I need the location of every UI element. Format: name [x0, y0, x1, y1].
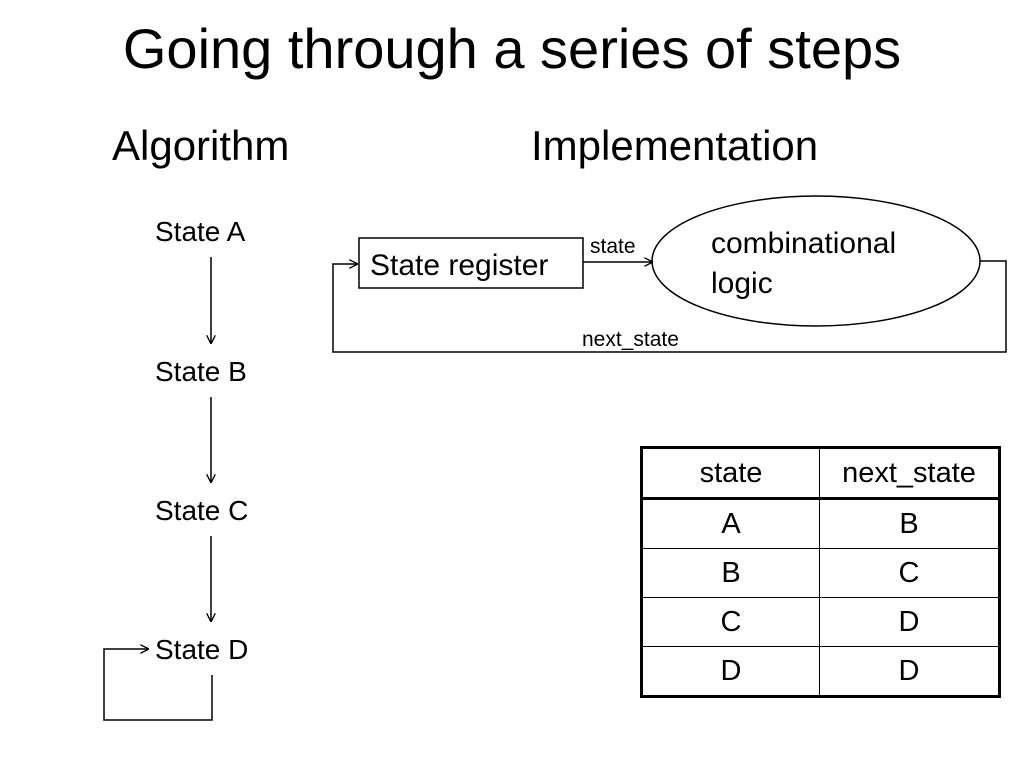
- cell-next-state: D: [819, 597, 1001, 647]
- cell-state: A: [640, 498, 820, 549]
- state-a-label: State A: [155, 216, 246, 247]
- cell-next-state: B: [819, 498, 1001, 549]
- state-b-label: State B: [155, 356, 247, 387]
- cell-next-state: C: [819, 548, 1001, 598]
- logic-label-line2: logic: [711, 267, 773, 300]
- state-c-label: State C: [155, 495, 249, 526]
- logic-label-line1: combinational: [711, 227, 897, 260]
- header-state: state: [640, 446, 820, 500]
- cell-state: D: [640, 646, 820, 698]
- self-loop-d: [103, 649, 213, 721]
- state-d-label: State D: [155, 634, 249, 665]
- cell-next-state: D: [819, 646, 1001, 698]
- next-state-signal-label: next_state: [582, 328, 679, 351]
- cell-state: B: [640, 548, 820, 598]
- state-register-label: State register: [370, 249, 549, 282]
- state-signal-label: state: [590, 235, 636, 258]
- state-transition-table: state next_state A B B C C D D D: [640, 446, 1001, 698]
- table-row: C D: [640, 597, 1001, 647]
- state-register-box: [358, 237, 584, 289]
- next-state-feedback-path: [332, 261, 1007, 353]
- table-row: B C: [640, 548, 1001, 598]
- table-row: A B: [640, 498, 1001, 549]
- cell-state: C: [640, 597, 820, 647]
- slide-title: Going through a series of steps: [122, 17, 902, 80]
- implementation-heading: Implementation: [531, 122, 819, 169]
- header-next-state: next_state: [819, 446, 1001, 500]
- table-row: D D: [640, 646, 1001, 698]
- algorithm-heading: Algorithm: [112, 122, 290, 169]
- table-header-row: state next_state: [640, 446, 1001, 500]
